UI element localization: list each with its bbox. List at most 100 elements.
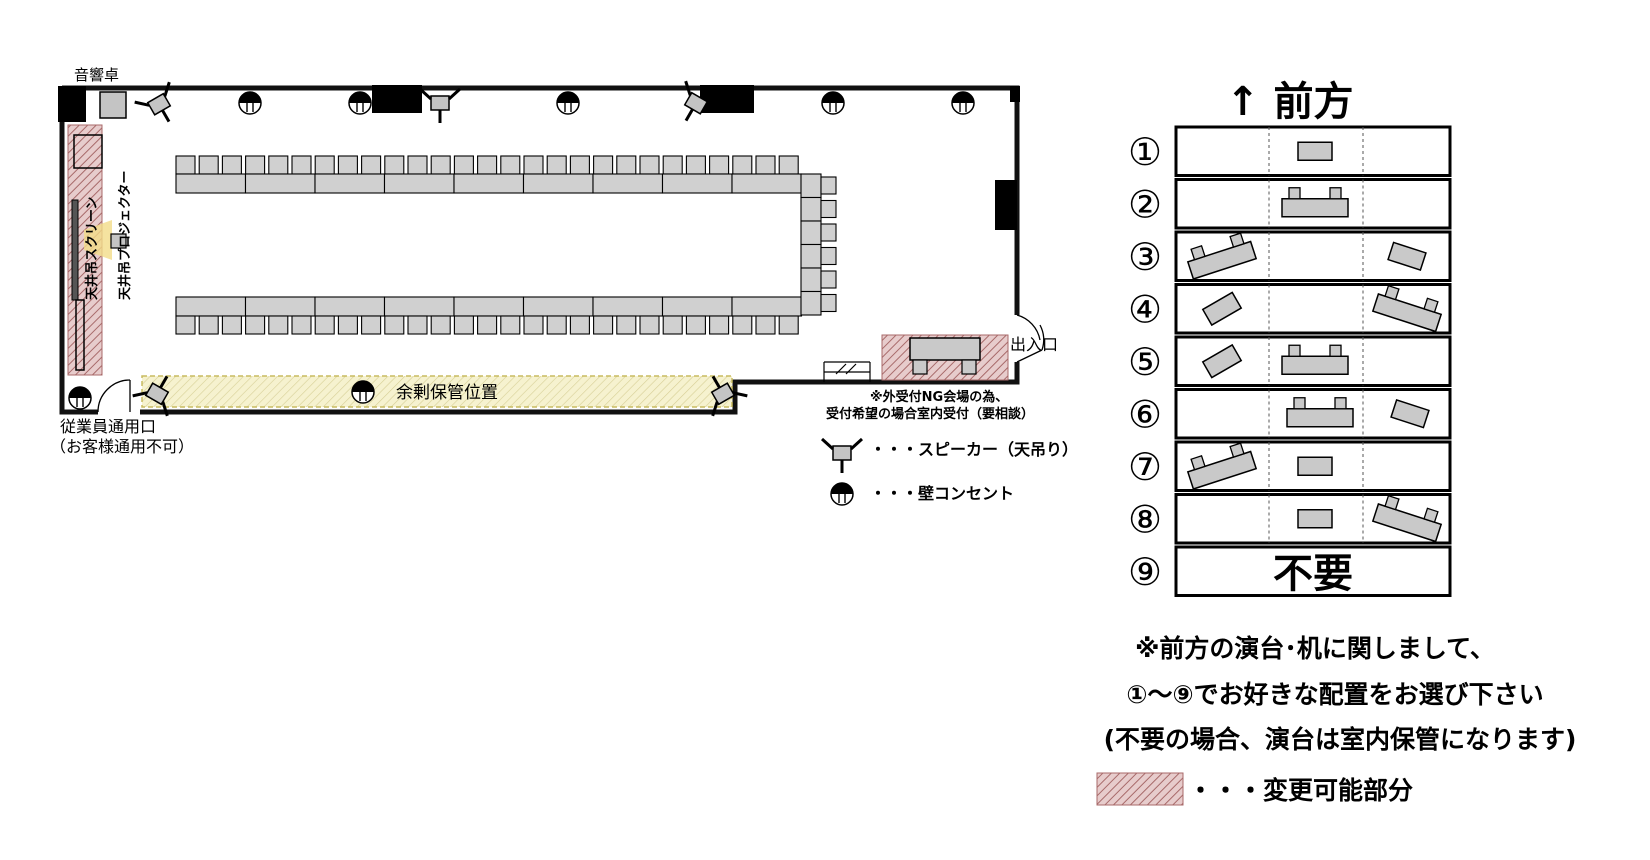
chair [709, 155, 730, 175]
speaker-icon [820, 437, 864, 475]
chair [685, 315, 706, 335]
chair [778, 315, 799, 335]
bottom-table-row [175, 296, 803, 317]
option-number: ⑦ [1128, 445, 1162, 489]
option-row: ⑧ [1128, 492, 1452, 545]
table [453, 173, 525, 194]
table [731, 173, 803, 194]
option-number: ② [1128, 183, 1162, 227]
table [522, 296, 594, 317]
changeable-label: ・・・変更可能部分 [1188, 776, 1413, 805]
outlet-icon [238, 91, 262, 115]
screen-bar [71, 199, 79, 301]
chair [500, 155, 521, 175]
option-row: ① [1128, 125, 1452, 177]
table [522, 173, 594, 194]
option-number: ⑥ [1128, 393, 1162, 437]
chair [685, 155, 706, 175]
chair [314, 315, 335, 335]
chair [820, 223, 837, 242]
chair [778, 155, 799, 175]
chair [820, 270, 837, 289]
table [661, 173, 733, 194]
wall-block [995, 180, 1017, 230]
chair [662, 155, 683, 175]
table [175, 296, 247, 317]
chair [337, 155, 358, 175]
outlet-icon [951, 91, 975, 115]
table [800, 267, 822, 293]
floor-plan: 音響卓 天井吊スクリーン 天井吊プロジェクター 余剰保管位置 従業員通用口 （お… [50, 66, 1058, 456]
table [661, 296, 733, 317]
note-line-3: (不要の場合、演台は室内保管になります) [1104, 725, 1577, 754]
chair [384, 315, 405, 335]
table [731, 296, 803, 317]
table [453, 296, 525, 317]
outlet-icon [348, 91, 372, 115]
table [800, 243, 822, 269]
desk-icon [1297, 456, 1333, 476]
chair [732, 155, 753, 175]
chair [245, 155, 266, 175]
chair [616, 155, 637, 175]
sound-desk [99, 91, 127, 119]
chair [639, 315, 660, 335]
desk-icon [1297, 509, 1333, 529]
outlet-icon [821, 91, 845, 115]
entrance-label: 出入口 [1010, 335, 1058, 354]
table [800, 220, 822, 246]
chair [175, 315, 196, 335]
table [383, 173, 455, 194]
outlet-icon [830, 482, 854, 506]
outlet-icon [68, 386, 92, 410]
option-number: ④ [1128, 288, 1162, 332]
table [244, 296, 316, 317]
storage-area [141, 375, 733, 408]
chair [221, 315, 242, 335]
outlet-legend-label: ・・・壁コンセント [870, 484, 1014, 503]
screen-stand [75, 299, 85, 371]
option-row: ④ [1128, 282, 1452, 335]
top-chair-row [175, 155, 799, 175]
option-row: ⑥ [1128, 388, 1452, 440]
chair [639, 155, 660, 175]
chair [500, 315, 521, 335]
reception-note: 受付希望の場合室内受付（要相談） [826, 406, 1034, 422]
entrance-door [1016, 314, 1045, 363]
chair [569, 155, 590, 175]
seating-layout [175, 155, 837, 335]
note-line-2: ①～⑨でお好きな配置をお選び下さい [1126, 680, 1543, 709]
chair [662, 315, 683, 335]
table [800, 196, 822, 222]
chair [175, 155, 196, 175]
chair [616, 315, 637, 335]
chair [407, 315, 428, 335]
table [244, 173, 316, 194]
sound-desk-label: 音響卓 [74, 66, 119, 84]
chair [820, 176, 837, 195]
outlet-icon [351, 380, 375, 404]
chair [593, 315, 614, 335]
speaker-icon [418, 87, 462, 125]
chair [523, 155, 544, 175]
table [314, 296, 386, 317]
option-number: ⑧ [1128, 498, 1162, 542]
option-number: ⑤ [1128, 340, 1162, 384]
bottom-chair-row [175, 315, 799, 335]
wall-block [1010, 86, 1020, 102]
chair [523, 315, 544, 335]
table [800, 173, 822, 199]
front-direction-title: ↑ 前方 [1226, 79, 1353, 125]
chair [593, 155, 614, 175]
table [800, 290, 822, 316]
table [592, 173, 664, 194]
room-walls [59, 85, 1020, 415]
desk-icon [1297, 141, 1333, 161]
chair [430, 315, 451, 335]
staff-door [97, 379, 131, 413]
chair [709, 315, 730, 335]
chair [477, 155, 498, 175]
